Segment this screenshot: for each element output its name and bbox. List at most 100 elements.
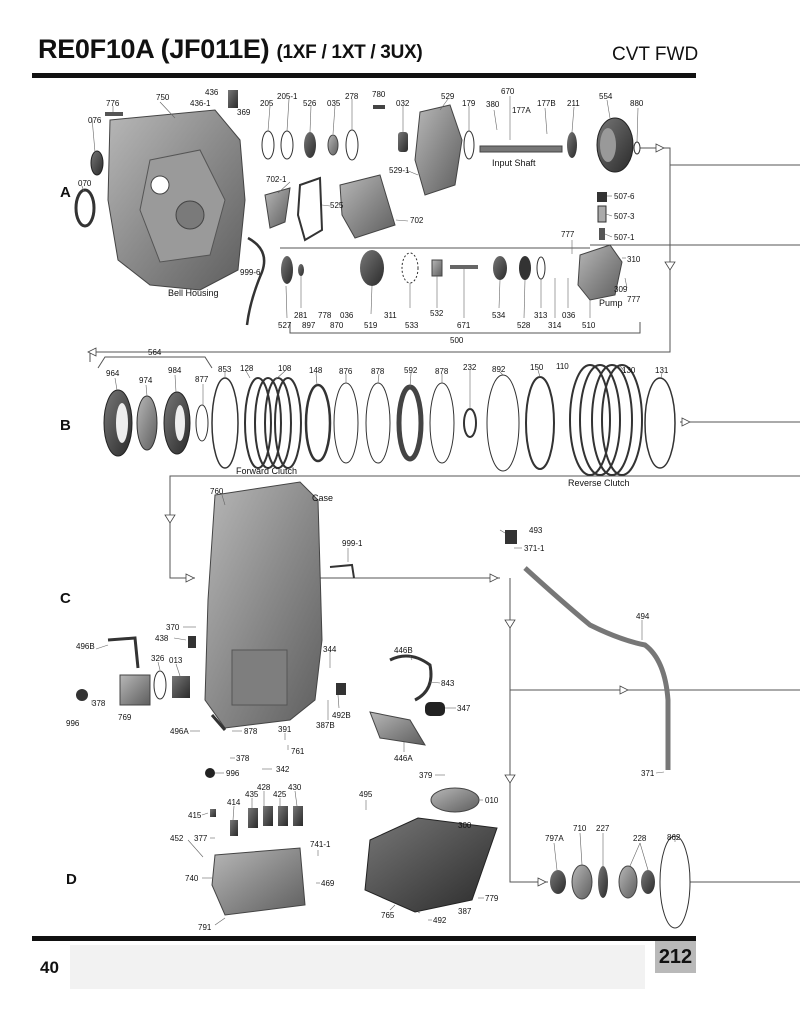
part-label: 510 [582,321,596,330]
ring-853 [211,377,239,469]
bearing-984 [163,391,191,455]
part-label: 564 [148,348,162,357]
part-label: 671 [457,321,471,330]
section-label-a: A [60,184,71,201]
part-label: 309 [614,285,628,294]
part-label: 876 [339,367,353,376]
part-label: 496A [170,727,189,736]
harness-446 [369,654,445,746]
title-models: (1XF / 1XT / 3UX) [276,42,423,63]
part-label: 010 [485,796,499,805]
seal-526 [304,132,316,158]
part-label: 529 [441,92,455,101]
caption-bell-housing: Bell Housing [168,288,219,298]
part-label: 779 [485,894,499,903]
page-code-badge: 212 [655,941,696,973]
snap-ring-131 [644,377,676,469]
bolt-780 [373,105,385,109]
ring-880 [633,141,641,155]
bushing-032 [398,132,408,152]
part-label: 344 [323,645,337,654]
solenoids-428-430 [210,806,303,836]
part-label: 076 [88,116,102,125]
part-label: 278 [345,92,359,101]
drum-554 [596,117,634,173]
part-label: 492 [433,916,447,925]
needle-bearing-974 [136,395,158,451]
pump-assembly [577,244,623,301]
part-label: 791 [198,923,212,932]
bolt-776 [105,112,123,116]
part-label: 740 [185,874,199,883]
part-label: 415 [188,811,202,820]
part-label: 999-1 [342,539,363,548]
part-label: 130 [622,366,636,375]
part-label: 862 [667,833,681,842]
bearing-035 [327,134,339,156]
part-label: 528 [517,321,531,330]
part-label: 702-1 [266,175,287,184]
part-label: 492B [332,711,351,720]
part-label: 446B [394,646,413,655]
part-label: 964 [106,369,120,378]
forward-clutch-pack [244,377,302,469]
part-label: 311 [384,311,397,320]
tube-999-6 [245,236,266,326]
section-label-d: D [66,871,77,888]
part-label: 765 [381,911,395,920]
part-label: 702 [410,216,424,225]
part-label: 036 [562,311,576,320]
part-label: 391 [278,725,292,734]
assembly-flow-lines [89,147,800,883]
part-label: 370 [166,623,180,632]
part-label: 495 [359,790,373,799]
section-label-c: C [60,590,71,607]
part-label: 227 [596,824,610,833]
part-label: 469 [321,879,335,888]
footer-rule [32,936,696,941]
strainer-cover-010 [430,787,480,813]
part-label: 877 [195,375,209,384]
part-label: 378 [92,699,106,708]
part-label: 525 [330,201,344,210]
bell-housing [107,109,246,291]
part-label: 592 [404,366,418,375]
part-label: 878 [244,727,258,736]
control-valve-body [211,847,306,916]
part-leader-lines [81,96,676,926]
part-label: 870 [330,321,344,330]
part-label: 526 [303,99,317,108]
part-label: 428 [257,783,271,792]
part-label: 314 [548,321,562,330]
part-label: 710 [573,824,587,833]
seal-ring-070 [74,188,96,228]
part-label: 032 [396,99,410,108]
part-label: 342 [276,765,290,774]
part-label: 776 [106,99,120,108]
snap-ring-877 [195,404,209,442]
oil-pan [364,817,498,913]
input-shaft [479,145,563,153]
header-rule [32,73,696,78]
part-label: 387B [316,721,335,730]
ring-179 [463,130,475,160]
part-label: 892 [492,365,506,374]
part-label: 777 [561,230,575,239]
part-label: 777 [627,295,641,304]
flow-arrowheads [87,143,691,887]
part-label: 326 [151,654,165,663]
part-label: 778 [318,311,332,320]
part-label: 878 [371,367,385,376]
part-label: 996 [226,769,240,778]
part-label: 750 [156,93,170,102]
page-title: RE0F10A (JF011E) (1XF / 1XT / 3UX) [38,34,423,65]
part-number-labels: 436 436-1 369 776 750 076 070 205 205-1 … [66,87,681,932]
seal-ring-076 [90,150,104,176]
part-label: 313 [534,311,548,320]
part-label: 438 [155,634,169,643]
part-label: 379 [419,771,433,780]
part-label: 013 [169,656,183,665]
gear-group-d [550,835,691,929]
section-label-b: B [60,417,71,434]
part-label: 108 [278,364,292,373]
